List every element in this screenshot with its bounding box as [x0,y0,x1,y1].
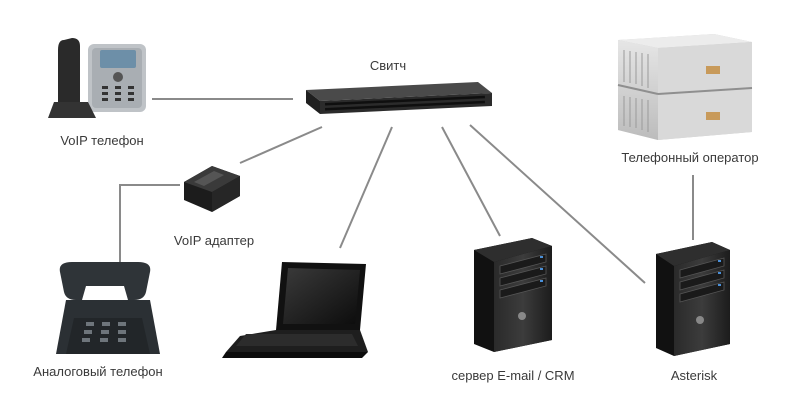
link-mailserver-switch [441,126,501,237]
analog-phone-icon [56,262,160,354]
voip-adapter-icon [184,166,240,212]
network-switch-icon [306,82,492,114]
server-tower-icon [474,238,552,352]
analog-phone-label: Аналоговый телефон [33,364,163,379]
link-asterisk-switch [469,124,646,284]
link-laptop-switch [339,126,393,249]
mail-server-label: сервер E-mail / CRM [451,368,575,383]
connections [119,98,694,284]
server-tower-icon [656,242,730,356]
link-adapter-switch [239,126,323,164]
switch-label: Свитч [369,58,407,73]
link-adapter-analog-phone [119,184,180,262]
laptop-icon [222,262,368,358]
operator-label: Телефонный оператор [621,150,759,165]
voip-phone-label: VoIP телефон [60,133,144,148]
voip-phone-icon [48,38,146,118]
voip-adapter-label: VoIP адаптер [173,233,255,248]
asterisk-label: Asterisk [670,368,718,383]
telecom-rack-icon [617,34,753,140]
